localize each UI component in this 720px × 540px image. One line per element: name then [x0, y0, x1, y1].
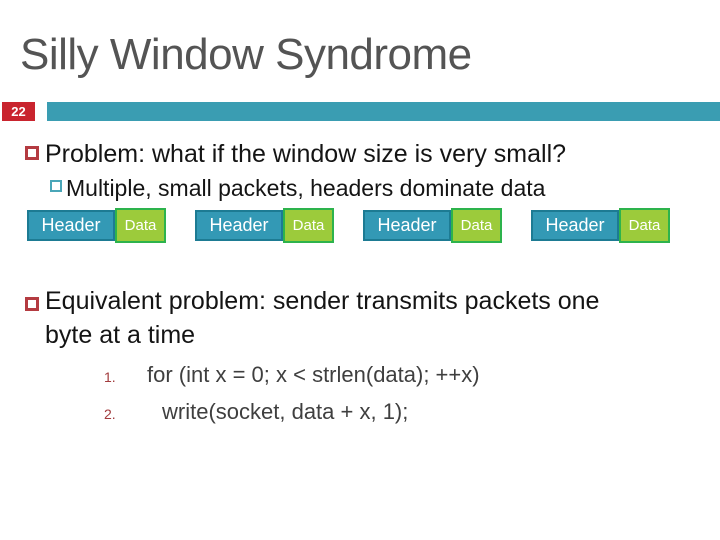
code-line-number: 1. [104, 369, 116, 385]
level2-bullet-square-icon [50, 180, 62, 192]
packet-data-box: Data [283, 208, 334, 243]
packet-diagram: Header Data [363, 208, 502, 243]
code-line-text: write(socket, data + x, 1); [162, 399, 409, 424]
packet-diagram: Header Data [195, 208, 334, 243]
packet-data-box: Data [451, 208, 502, 243]
packet-diagram: Header Data [27, 208, 166, 243]
level1-bullet-square-icon [25, 297, 39, 311]
slide-number-badge: 22 [2, 102, 35, 121]
packet-header-box: Header [27, 210, 115, 241]
packet-header-box: Header [531, 210, 619, 241]
code-line-text: for (int x = 0; x < strlen(data); ++x) [147, 362, 480, 387]
packet-diagram: Header Data [531, 208, 670, 243]
packet-data-box: Data [115, 208, 166, 243]
level1-bullet-square-icon [25, 146, 39, 160]
packet-data-box: Data [619, 208, 670, 243]
accent-bar [47, 102, 720, 121]
bullet-problem-text: Problem: what if the window size is very… [45, 140, 567, 168]
packet-header-box: Header [363, 210, 451, 241]
bullet-equivalent-text: Equivalent problem: sender transmits pac… [45, 287, 600, 349]
code-line-number: 2. [104, 406, 116, 422]
sub-bullet-text: Multiple, small packets, headers dominat… [66, 175, 546, 201]
packet-header-box: Header [195, 210, 283, 241]
slide-title: Silly Window Syndrome [20, 30, 472, 79]
